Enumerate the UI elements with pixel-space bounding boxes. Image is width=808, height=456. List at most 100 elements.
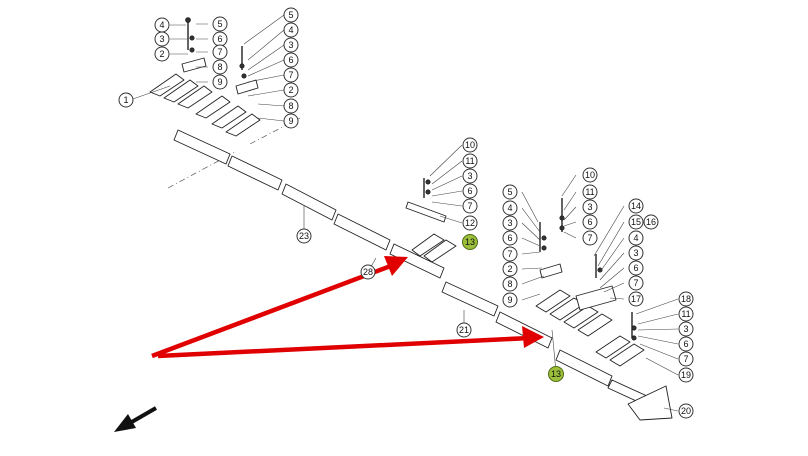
callout-1: 1 xyxy=(118,92,134,108)
callout-10: 10 xyxy=(582,167,598,183)
callout-11: 11 xyxy=(462,153,478,169)
callouts: 1 4 3 2 5 6 7 8 9 5 4 3 6 7 2 8 9 23 28 … xyxy=(118,7,694,419)
svg-text:3: 3 xyxy=(288,40,293,50)
svg-text:9: 9 xyxy=(507,295,512,305)
callout-6: 6 xyxy=(462,183,478,199)
guard-fingers-right xyxy=(535,263,645,367)
callout-2: 2 xyxy=(502,261,518,277)
callout-17: 17 xyxy=(628,291,644,307)
callout-2: 2 xyxy=(283,82,299,98)
callout-3: 3 xyxy=(154,31,170,47)
callout-21: 21 xyxy=(456,322,472,338)
callout-2: 2 xyxy=(154,46,170,62)
callout-4: 4 xyxy=(502,200,518,216)
svg-text:7: 7 xyxy=(683,354,688,364)
svg-text:20: 20 xyxy=(681,406,691,416)
svg-text:12: 12 xyxy=(465,218,475,228)
callout-7: 7 xyxy=(283,67,299,83)
red-arrows xyxy=(151,256,544,359)
svg-text:5: 5 xyxy=(507,187,512,197)
svg-text:18: 18 xyxy=(681,294,691,304)
svg-text:21: 21 xyxy=(459,325,469,335)
callout-6: 6 xyxy=(283,52,299,68)
callout-9: 9 xyxy=(502,292,518,308)
callout-4: 4 xyxy=(154,17,170,33)
center-line xyxy=(167,117,301,189)
svg-text:6: 6 xyxy=(288,55,293,65)
callout-8: 8 xyxy=(283,98,299,114)
svg-text:11: 11 xyxy=(681,309,690,319)
callout-20: 20 xyxy=(678,403,694,419)
svg-text:15: 15 xyxy=(631,217,641,227)
svg-text:8: 8 xyxy=(217,62,222,72)
svg-text:11: 11 xyxy=(585,187,594,197)
svg-text:13: 13 xyxy=(465,237,475,247)
callout-8: 8 xyxy=(502,276,518,292)
callout-7: 7 xyxy=(628,275,644,291)
svg-text:3: 3 xyxy=(159,34,164,44)
svg-text:7: 7 xyxy=(288,70,293,80)
callout-11: 11 xyxy=(582,184,598,200)
callout-28: 28 xyxy=(360,264,376,280)
svg-text:7: 7 xyxy=(633,278,638,288)
svg-text:2: 2 xyxy=(288,85,293,95)
svg-text:7: 7 xyxy=(217,47,222,57)
callout-6: 6 xyxy=(212,31,228,47)
callout-19: 19 xyxy=(678,367,694,383)
svg-text:16: 16 xyxy=(646,217,656,227)
svg-text:6: 6 xyxy=(683,339,688,349)
svg-text:23: 23 xyxy=(299,231,309,241)
svg-text:2: 2 xyxy=(159,49,164,59)
callout-5: 5 xyxy=(212,16,228,32)
callout-6: 6 xyxy=(502,230,518,246)
svg-text:3: 3 xyxy=(507,218,512,228)
guard-fingers-left xyxy=(149,57,261,137)
svg-text:2: 2 xyxy=(507,264,512,274)
svg-text:3: 3 xyxy=(587,202,592,212)
svg-text:19: 19 xyxy=(681,370,691,380)
svg-text:14: 14 xyxy=(631,201,641,211)
svg-text:7: 7 xyxy=(467,201,472,211)
svg-text:5: 5 xyxy=(288,10,293,20)
callout-9: 9 xyxy=(212,74,228,90)
callout-6: 6 xyxy=(628,260,644,276)
svg-text:8: 8 xyxy=(507,279,512,289)
end-plate xyxy=(627,385,673,421)
svg-text:28: 28 xyxy=(363,267,373,277)
bolt-stacks xyxy=(185,17,637,341)
callout-23: 23 xyxy=(296,228,312,244)
callout-7: 7 xyxy=(502,246,518,262)
callout-3: 3 xyxy=(502,215,518,231)
callout-18: 18 xyxy=(678,291,694,307)
callout-6: 6 xyxy=(582,214,598,230)
callout-13-highlighted: 13 xyxy=(548,366,564,382)
svg-text:13: 13 xyxy=(551,369,561,379)
svg-text:11: 11 xyxy=(465,156,474,166)
callout-12: 12 xyxy=(462,215,478,231)
svg-text:6: 6 xyxy=(633,263,638,273)
svg-text:4: 4 xyxy=(633,233,638,243)
svg-text:3: 3 xyxy=(633,248,638,258)
svg-text:6: 6 xyxy=(467,186,472,196)
callout-7: 7 xyxy=(462,198,478,214)
callout-9: 9 xyxy=(283,113,299,129)
callout-3: 3 xyxy=(582,199,598,215)
svg-text:10: 10 xyxy=(465,140,475,150)
svg-text:4: 4 xyxy=(159,20,164,30)
callout-13-highlighted: 13 xyxy=(462,234,478,250)
callout-3: 3 xyxy=(462,168,478,184)
leader-lines xyxy=(129,14,679,412)
svg-text:10: 10 xyxy=(585,170,595,180)
svg-text:1: 1 xyxy=(123,95,128,105)
callout-7: 7 xyxy=(212,44,228,60)
svg-text:6: 6 xyxy=(507,233,512,243)
svg-text:7: 7 xyxy=(507,249,512,259)
callout-11: 11 xyxy=(678,306,694,322)
svg-text:6: 6 xyxy=(217,34,222,44)
svg-text:3: 3 xyxy=(683,324,688,334)
svg-text:6: 6 xyxy=(587,217,592,227)
callout-14: 14 xyxy=(628,198,644,214)
svg-text:8: 8 xyxy=(288,101,293,111)
callout-4: 4 xyxy=(283,22,299,38)
